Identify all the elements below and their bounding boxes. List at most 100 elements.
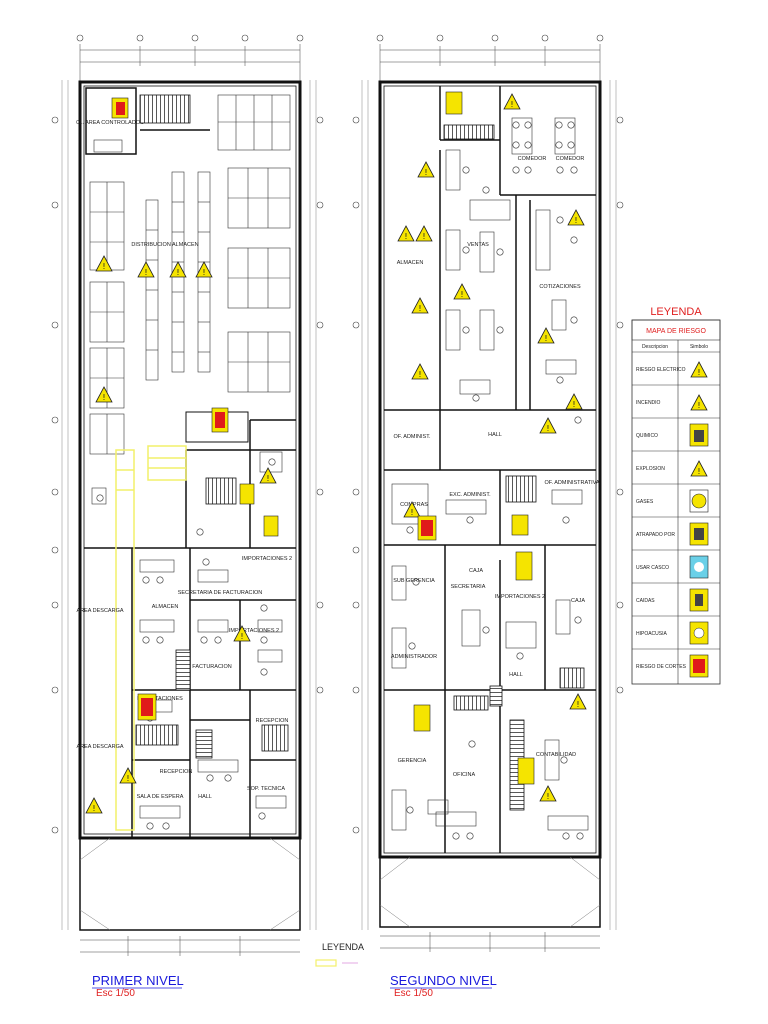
electric-risk-icon <box>503 93 521 110</box>
trapped-risk-icon <box>689 522 709 546</box>
trapped-risk-icon <box>511 514 529 536</box>
mini-legend-title: LEYENDA <box>322 942 364 952</box>
mini-legend-swatch <box>315 959 337 967</box>
electric-risk-icon <box>169 261 187 278</box>
electric-risk-icon <box>565 393 583 410</box>
room-label: SUB GERENCIA <box>393 578 435 584</box>
second-level-plan: VENTAS ALMACEN COMEDOR COMEDOR COTIZACIO… <box>352 34 624 999</box>
room-label: AREA DESCARGA <box>76 608 123 614</box>
room-label: ADMINISTRADOR <box>391 654 437 660</box>
room-label: SOP. TECNICA <box>247 786 285 792</box>
risk-legend: LEYENDA MAPA DE RIESGO Descripcion Simbo… <box>631 306 721 685</box>
trapped-risk-icon <box>239 483 255 505</box>
electric-risk-icon <box>411 297 429 314</box>
room-label: VENTAS <box>467 242 489 248</box>
room-label: SALA DE ESPERA <box>137 794 184 800</box>
legend-subtitle: MAPA DE RIESGO <box>646 328 706 335</box>
helmet-required-icon <box>689 555 709 579</box>
trapped-risk-icon <box>445 91 463 115</box>
trapped-risk-icon <box>515 551 533 581</box>
electric-risk-icon <box>195 261 213 278</box>
legend-item-label: RIESGO DE CORTES <box>636 664 687 670</box>
room-label: EXC. ADMINIST. <box>449 492 491 498</box>
stairs <box>453 695 489 711</box>
room-label: DISTRIBUCION ALMACEN <box>131 242 198 248</box>
shelving <box>89 94 291 455</box>
legend-title: LEYENDA <box>650 306 702 318</box>
electric-risk-icon <box>397 225 415 242</box>
legend-col-description: Descripcion <box>642 344 668 350</box>
furniture <box>91 451 287 819</box>
room-label: ALMACEN <box>397 260 424 266</box>
dimension-lines-bottom <box>80 936 300 956</box>
dimension-lines-top <box>79 44 301 90</box>
first-level-plan: 01. AREA CONTROLADOS <box>51 34 364 999</box>
stairs <box>175 649 191 691</box>
room-label: COTIZACIONES <box>539 284 581 290</box>
legend-item-label: RIESGO ELECTRICO <box>636 367 686 373</box>
legend-item-label: ATRAPADO POR <box>636 532 675 538</box>
legend-item-label: INCENDIO <box>636 400 661 406</box>
evacuation-route <box>115 445 187 831</box>
stairs <box>559 667 585 689</box>
room-label: CAJA <box>469 568 483 574</box>
room-label: IMPORTACIONES 2 <box>495 594 545 600</box>
risk-signs <box>397 91 587 802</box>
electric-risk-icon <box>539 417 557 434</box>
grid-axis-markers <box>352 34 624 834</box>
electric-risk-icon <box>539 785 557 802</box>
electric-risk-icon <box>411 363 429 380</box>
room-label: RECEPCION <box>256 718 289 724</box>
stairs <box>195 729 213 759</box>
fall-risk-icon <box>689 588 709 612</box>
trapped-risk-icon <box>517 757 535 785</box>
legend-rows: RIESGO ELECTRICO INCENDIO QUIMICO EXPLOS… <box>632 361 720 678</box>
risk-signs <box>85 97 279 814</box>
legend-item-label: GASES <box>636 499 654 505</box>
room-label: RECEPCION <box>160 769 193 775</box>
electric-risk-icon <box>95 386 113 403</box>
trapped-risk-icon <box>263 515 279 537</box>
room-label: SECRETARIA DE FACTURACION <box>178 590 263 596</box>
electric-risk-icon <box>85 797 103 814</box>
grid-axis-markers <box>51 34 324 834</box>
stairs <box>135 724 179 746</box>
stairs <box>489 685 503 707</box>
room-label: SECRETARIA <box>451 584 486 590</box>
stairs <box>139 94 191 124</box>
legend-item-label: QUIMICO <box>636 433 658 439</box>
hearing-risk-icon <box>689 621 709 645</box>
room-label: CAJA <box>571 598 585 604</box>
room-label: OF. ADMINISTRATIVA <box>544 480 599 486</box>
stairs <box>443 124 495 140</box>
gas-risk-icon <box>689 489 709 513</box>
controlled-area-room <box>85 87 137 155</box>
room-label: HALL <box>198 794 212 800</box>
room-label: OF. ADMINIST. <box>394 434 431 440</box>
dimension-lines-top <box>379 44 601 90</box>
stairs <box>505 475 537 503</box>
room-label: OFICINA <box>453 772 476 778</box>
room-label: IMPORTACIONES <box>137 696 183 702</box>
room-label: AREA DESCARGA <box>76 744 123 750</box>
legend-item-label: USAR CASCO <box>636 565 669 571</box>
chemical-risk-icon <box>689 423 709 447</box>
trapped-risk-icon <box>413 704 431 732</box>
room-label: COMPRAS <box>400 502 428 508</box>
legend-col-symbol: Simbolo <box>690 344 708 350</box>
legend-item-label: EXPLOSION <box>636 466 665 472</box>
room-label: COMEDOR <box>556 156 585 162</box>
room-label: HALL <box>488 432 502 438</box>
plan-title: SEGUNDO NIVEL <box>390 973 497 988</box>
room-label: GERENCIA <box>398 758 427 764</box>
electric-risk-icon <box>95 255 113 272</box>
room-label: IMPORTACIONES 2 <box>229 628 279 634</box>
electric-risk-icon <box>567 209 585 226</box>
electric-risk-icon <box>137 261 155 278</box>
room-label: FACTURACION <box>192 664 231 670</box>
room-label: CONTABILIDAD <box>536 752 576 758</box>
electric-risk-icon <box>453 283 471 300</box>
plan-title: PRIMER NIVEL <box>92 973 184 988</box>
plan-scale: Esc 1/50 <box>96 988 135 999</box>
furniture <box>391 117 589 831</box>
